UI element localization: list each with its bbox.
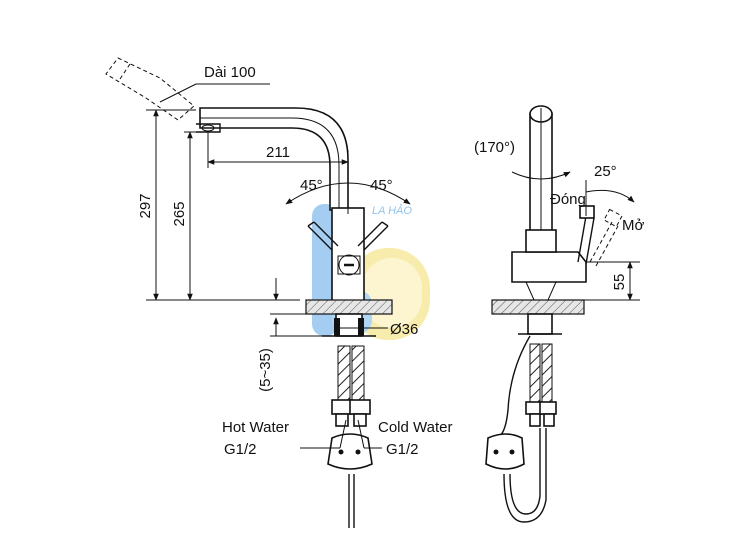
- watermark-text: LA HẢO: [372, 204, 412, 217]
- hose-cold: [351, 345, 365, 403]
- profile-hose-a: [529, 343, 541, 405]
- spray-length-label: Dài 100: [204, 64, 256, 81]
- hose-hot: [337, 345, 351, 403]
- deck-right: [491, 299, 585, 315]
- closed-label: Đóng: [550, 191, 586, 208]
- base-diameter-label: Ø36: [390, 321, 418, 338]
- reach-label: 211: [266, 144, 290, 161]
- hot-water-label: Hot Water: [222, 419, 289, 436]
- dimension-lines-side: [146, 83, 388, 449]
- watermark-logo: LA HẢO: [312, 204, 430, 340]
- cold-water-label: Cold Water: [378, 419, 452, 436]
- hose-weight: [327, 433, 373, 470]
- profile-valve: [511, 251, 587, 283]
- rotation-label: (170°): [474, 139, 515, 156]
- height-total-label: 297: [137, 193, 154, 218]
- angle-left-label: 45°: [300, 177, 323, 194]
- profile-hose-b: [541, 343, 553, 405]
- deck-thickness-label: (5~35): [257, 348, 274, 392]
- profile-lever: [577, 205, 623, 267]
- height-spout-label: 265: [171, 201, 188, 226]
- angle-right-label: 45°: [370, 177, 393, 194]
- dimension-lines-profile: [584, 261, 640, 301]
- lever-height-label: 55: [611, 274, 628, 291]
- profile-weight: [485, 433, 525, 470]
- deck-left: [305, 299, 393, 315]
- lever-left: [307, 221, 339, 251]
- lever-angle-label: 25°: [594, 163, 617, 180]
- side-view: [105, 57, 411, 528]
- profile-view: [485, 105, 635, 523]
- cold-thread-label: G1/2: [386, 441, 419, 458]
- hot-thread-label: G1/2: [224, 441, 257, 458]
- lever-right: [357, 221, 389, 251]
- open-label: Mở: [622, 217, 644, 234]
